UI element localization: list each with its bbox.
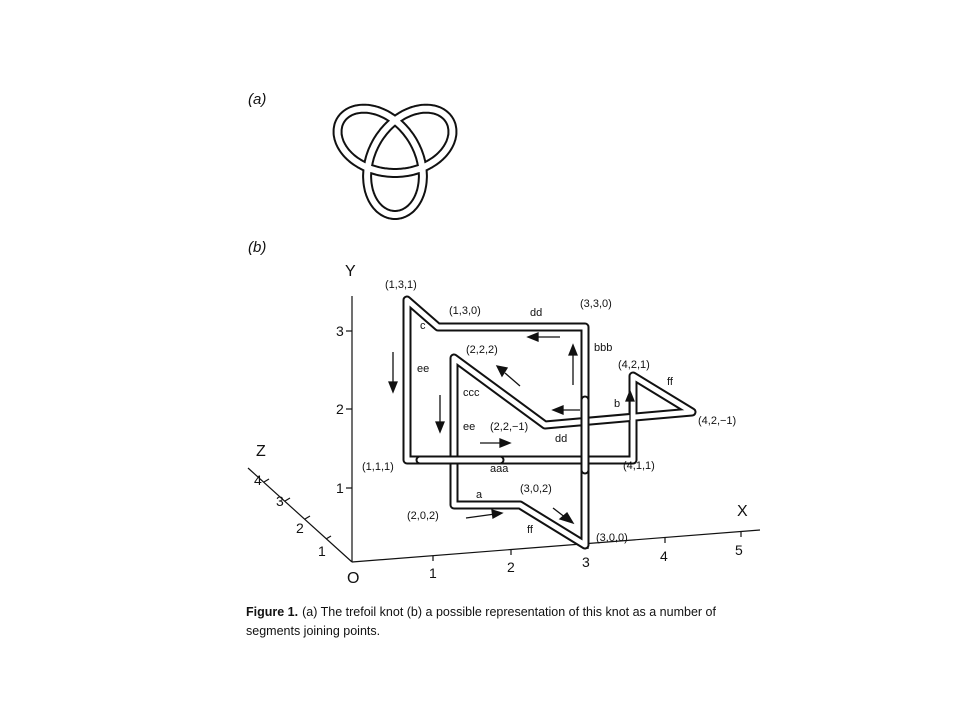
origin-label: O (347, 570, 359, 587)
segment-label-bbb: bbb (594, 342, 612, 354)
segment-label-ccc: ccc (463, 387, 480, 399)
z-tick-1: 1 (318, 543, 326, 559)
x-tick-5: 5 (735, 542, 743, 558)
segment-label-c: c (420, 320, 426, 332)
caption-head: Figure 1. (246, 605, 299, 619)
x-tick-3: 3 (582, 554, 590, 570)
y-axis-label: Y (345, 263, 356, 280)
z-tick-3: 3 (276, 493, 284, 509)
point-label-2-0-2: (2,0,2) (407, 510, 439, 522)
point-label-4-1-1: (4,1,1) (623, 460, 655, 472)
segment-label-b: b (614, 398, 620, 410)
segment-label-dd-top: dd (530, 307, 542, 319)
caption-text: (a) The trefoil knot (b) a possible repr… (246, 605, 716, 638)
trefoil-knot-drawing (332, 103, 458, 220)
point-label-2-2-2: (2,2,2) (466, 344, 498, 356)
point-label-1-1-1: (1,1,1) (362, 461, 394, 473)
segment-label-ff-bottom: ff (527, 524, 534, 536)
segment-label-ee-inner: ee (463, 421, 475, 433)
x-axis-label: X (737, 503, 748, 520)
direction-arrows (388, 332, 635, 525)
point-label-4-2-1: (4,2,1) (618, 359, 650, 371)
y-tick-3: 3 (336, 323, 344, 339)
x-tick-4: 4 (660, 548, 668, 564)
y-tick-2: 2 (336, 401, 344, 417)
z-tick-2: 2 (296, 520, 304, 536)
point-label-3-0-2: (3,0,2) (520, 483, 552, 495)
point-label-1-3-1: (1,3,1) (385, 279, 417, 291)
panel-a-label: (a) (248, 91, 266, 108)
segment-label-dd-mid: dd (555, 433, 567, 445)
x-tick-2: 2 (507, 559, 515, 575)
z-tick-4: 4 (254, 472, 262, 488)
segment-label-aaa: aaa (490, 463, 509, 475)
point-label-3-3-0: (3,3,0) (580, 298, 612, 310)
point-label-2-2-minus1: (2,2,−1) (490, 421, 528, 433)
segment-label-a: a (476, 489, 483, 501)
segment-label-ee-left: ee (417, 363, 429, 375)
knot-segments (402, 295, 697, 550)
point-label-1-3-0: (1,3,0) (449, 305, 481, 317)
point-label-3-0-0: (3,0,0) (596, 532, 628, 544)
figure-caption: Figure 1.(a) The trefoil knot (b) a poss… (246, 603, 766, 641)
point-label-4-2-minus1: (4,2,−1) (698, 415, 736, 427)
panel-b-label: (b) (248, 239, 266, 256)
z-axis-label: Z (256, 443, 266, 460)
x-tick-1: 1 (429, 565, 437, 581)
y-tick-1: 1 (336, 480, 344, 496)
segment-label-ff-right: ff (667, 376, 674, 388)
